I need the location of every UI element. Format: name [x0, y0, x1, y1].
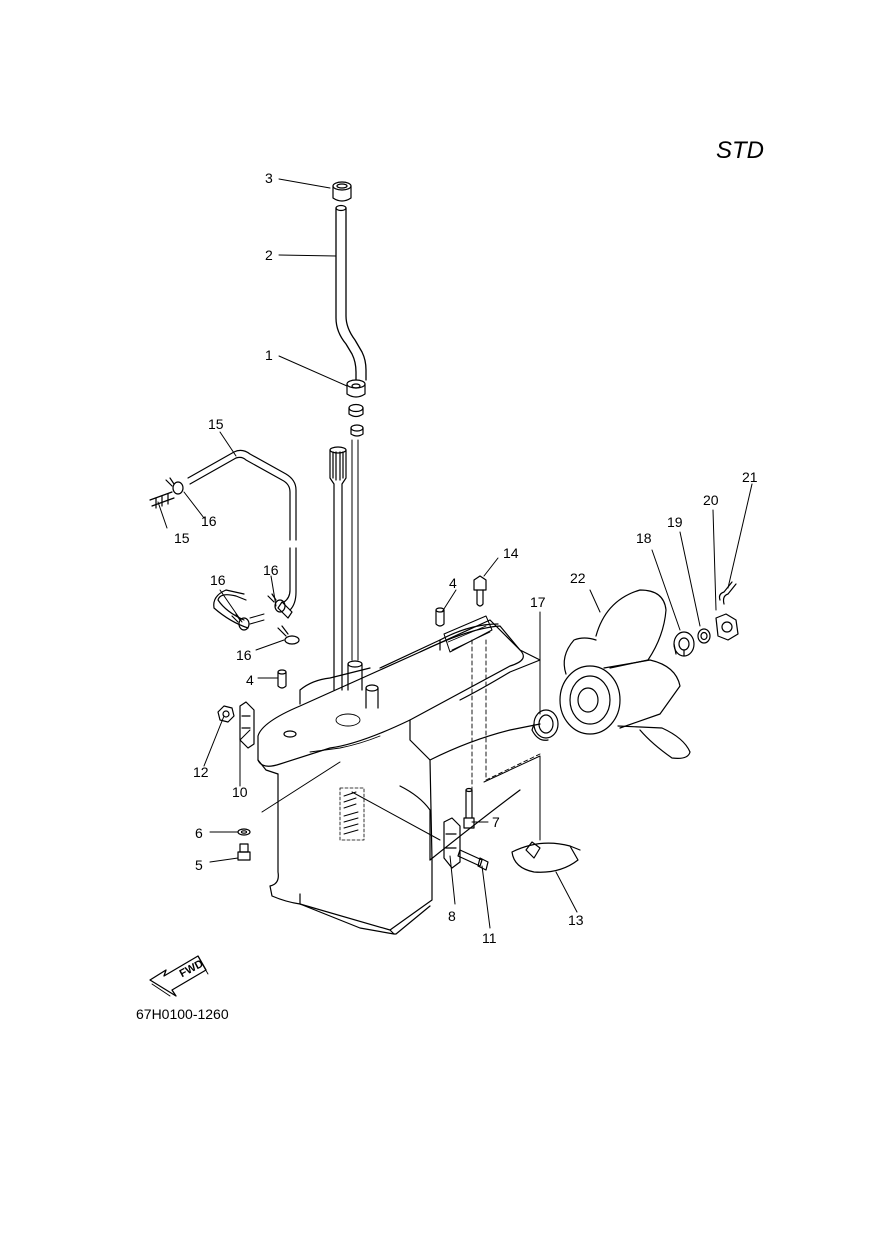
drive-shaft — [329, 439, 359, 691]
bolt-5 — [237, 843, 251, 861]
fwd-arrow-icon — [149, 955, 209, 997]
callout-14: 15 — [208, 416, 224, 432]
callout-1: 1 — [265, 347, 273, 363]
hose-14 — [187, 449, 297, 629]
variant-label: STD — [716, 137, 764, 164]
callout-16-b: 16 — [210, 572, 226, 588]
washer-6 — [237, 828, 251, 836]
spacer-18 — [673, 631, 695, 657]
callout-5: 5 — [195, 857, 203, 873]
nut-20 — [715, 613, 739, 641]
hose-clamp-16c — [267, 593, 286, 613]
callout-20: 20 — [703, 492, 719, 508]
nut-11 — [217, 705, 235, 723]
callout-22: 22 — [570, 570, 586, 586]
anode-9 — [239, 701, 255, 749]
dowel-pin-4a — [435, 607, 445, 627]
water-tube-2 — [335, 204, 367, 381]
hose-clamp-16a — [165, 477, 184, 495]
grommet-3 — [332, 181, 352, 202]
callout-16-d: 16 — [236, 647, 252, 663]
hose-joint-15 — [149, 491, 175, 509]
drawing-code: 67H0100-1260 — [136, 1006, 229, 1022]
hose-clamp-16b — [231, 613, 265, 631]
trim-tab-12 — [511, 841, 581, 873]
dowel-pin-4b — [277, 669, 287, 689]
anode-8 — [443, 817, 461, 869]
callout-8: 8 — [448, 908, 456, 924]
callout-10: 11 — [482, 930, 497, 946]
callout-11: 12 — [193, 764, 209, 780]
cotter-pin-21 — [718, 581, 737, 605]
grommet-1 — [346, 379, 366, 437]
callout-18: 18 — [636, 530, 652, 546]
bolt-7 — [463, 787, 475, 829]
propeller-22 — [559, 589, 691, 759]
spacer-17 — [531, 709, 559, 741]
callout-13: 14 — [503, 545, 519, 561]
callout-17: 17 — [530, 594, 546, 610]
callout-21: 21 — [742, 469, 758, 485]
water-intake-slots — [339, 787, 365, 841]
washer-19 — [697, 628, 711, 644]
bolt-13 — [473, 575, 487, 607]
callout-15: 15 — [174, 530, 190, 546]
leader-lines — [157, 178, 753, 929]
callout-16-a: 16 — [201, 513, 217, 529]
callout-4-b: 4 — [246, 672, 254, 688]
bolt-10 — [457, 849, 489, 871]
callout-16-c: 16 — [263, 562, 279, 578]
lower-casing — [257, 615, 541, 935]
callout-3: 3 — [265, 170, 273, 186]
callout-6: 6 — [195, 825, 203, 841]
callout-2: 2 — [265, 247, 273, 263]
callout-19: 19 — [667, 514, 683, 530]
callout-4-a: 4 — [449, 575, 457, 591]
hose-clamp-16d — [277, 625, 300, 645]
callout-9: 10 — [232, 784, 248, 800]
callout-12: 13 — [568, 912, 584, 928]
callout-7: 7 — [492, 814, 500, 830]
